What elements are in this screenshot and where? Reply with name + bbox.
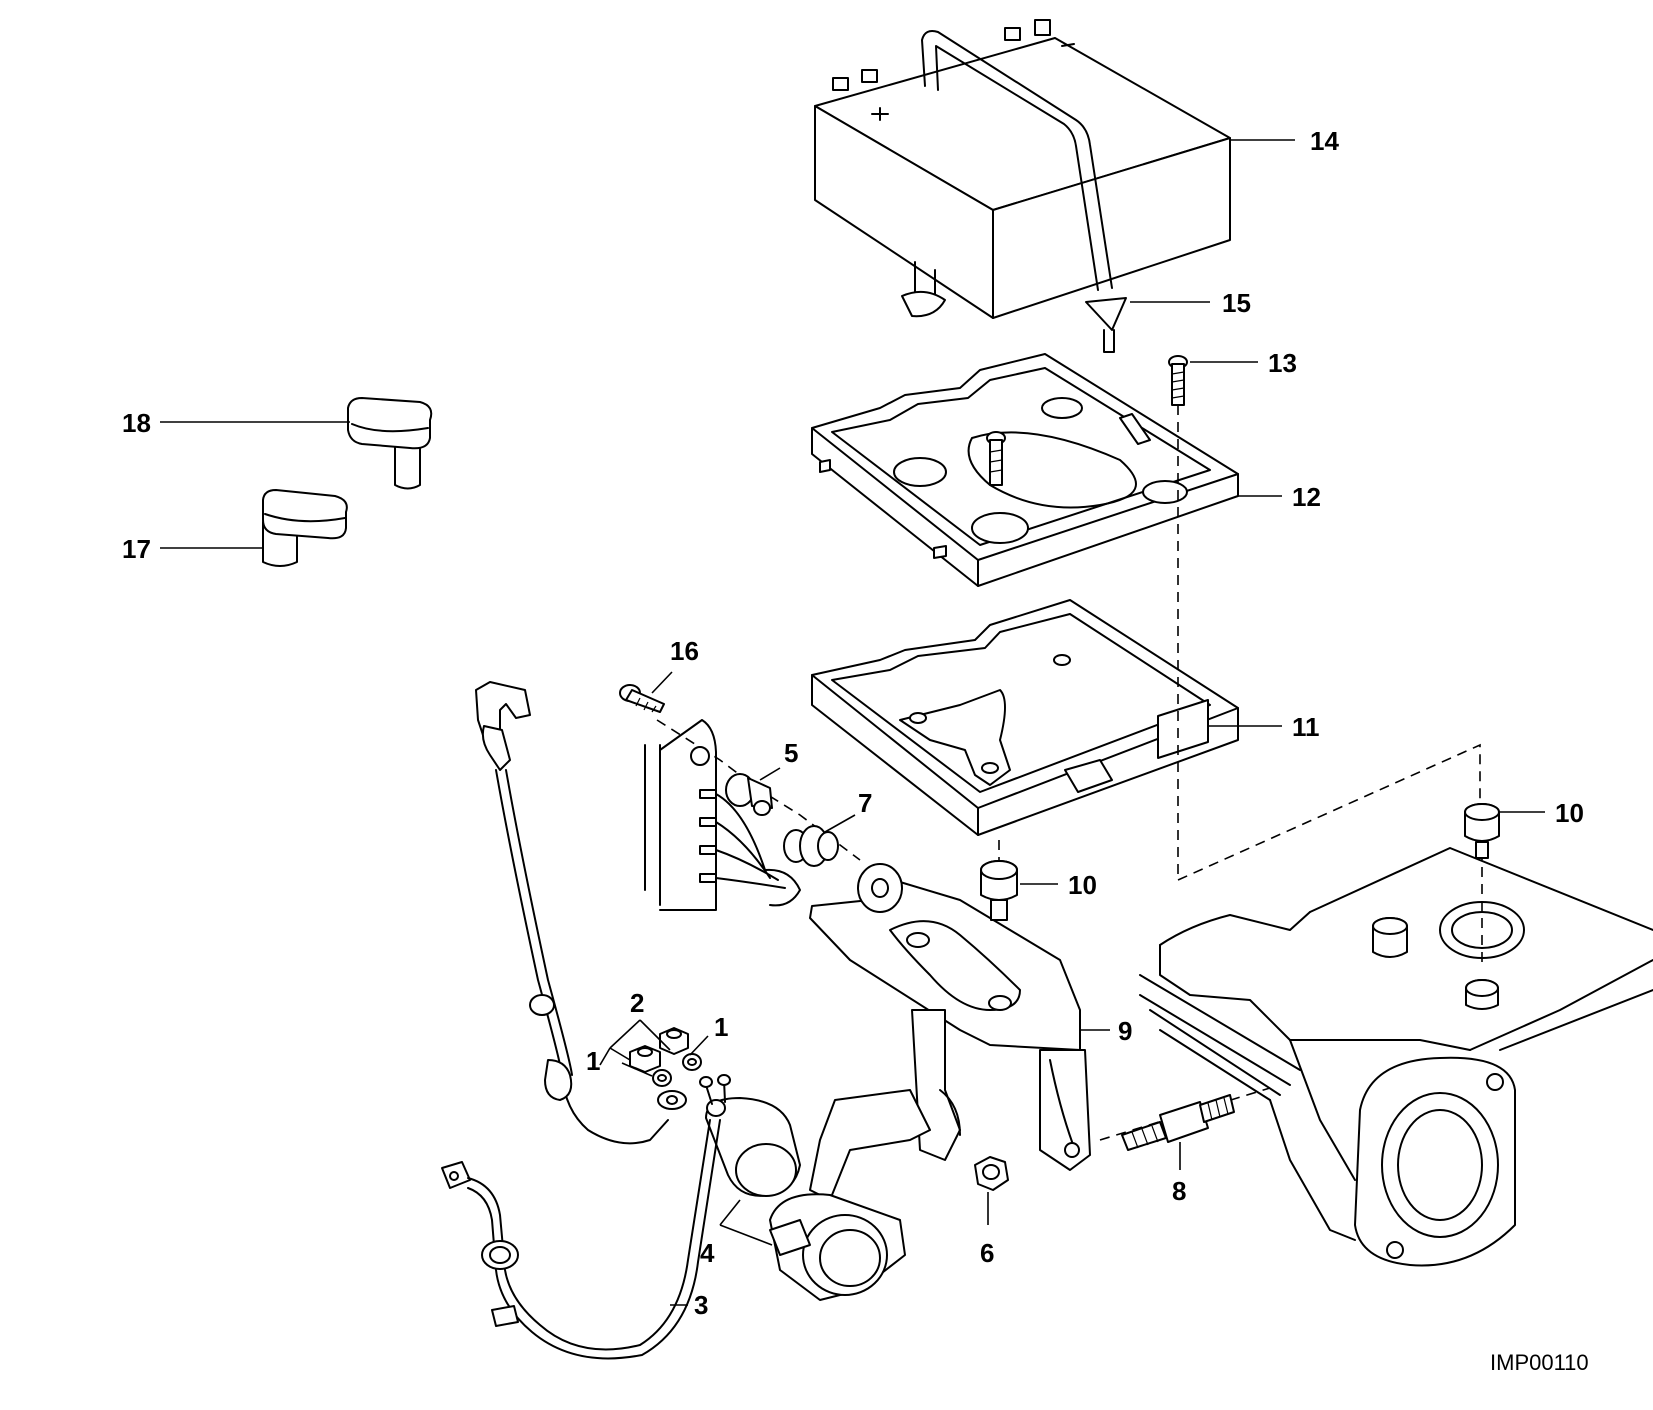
callout-labels: 14 15 13 12 11 10 10 10 10 9 18 17 16 5 … [122, 126, 1584, 1320]
flange-nut-6 [974, 1156, 1009, 1191]
spacer-10-center [980, 860, 1018, 921]
battery-tray-lower [811, 599, 1239, 836]
grommet-7 [783, 825, 839, 867]
mounting-bracket [809, 863, 1091, 1201]
callout-18: 18 [122, 408, 151, 438]
earth-lead [475, 681, 687, 1145]
spacer-10-right [1464, 803, 1500, 859]
wire-harness [644, 719, 801, 911]
leader-lines [160, 139, 1545, 1306]
callout-10-center-label: 10 [1068, 870, 1097, 900]
solenoid-boot-4 [769, 1193, 906, 1301]
figure-reference-code: IMP00110 [1490, 1350, 1589, 1375]
terminal-cap-18 [347, 397, 433, 490]
callout-6: 6 [980, 1238, 994, 1268]
callout-15: 15 [1222, 288, 1251, 318]
callout-1-left: 1 [586, 1046, 600, 1076]
callout-12: 12 [1292, 482, 1321, 512]
callout-10-right-label: 10 [1555, 798, 1584, 828]
mounting-bolt-16 [619, 684, 665, 713]
tray-screw [986, 355, 1188, 486]
callout-9: 9 [1118, 1016, 1132, 1046]
battery-tray-upper [811, 353, 1239, 587]
callout-16: 16 [670, 636, 699, 666]
nuts-2 [629, 1027, 689, 1073]
callout-4: 4 [700, 1238, 715, 1268]
spacer-bush-5 [725, 773, 773, 816]
callout-8: 8 [1172, 1176, 1186, 1206]
cable-3 [441, 1119, 721, 1360]
stud-8 [1121, 1094, 1235, 1151]
callout-13: 13 [1268, 348, 1297, 378]
callout-14: 14 [1310, 126, 1339, 156]
terminal-cap-17 [262, 489, 348, 567]
callout-1-right: 1 [714, 1012, 728, 1042]
callout-17: 17 [122, 534, 151, 564]
callout-2: 2 [630, 988, 644, 1018]
battery-strap [921, 30, 1127, 353]
engine-casing [1139, 847, 1653, 1267]
callout-7: 7 [858, 788, 872, 818]
battery [814, 19, 1231, 319]
callout-3: 3 [694, 1290, 708, 1320]
callout-5: 5 [784, 738, 798, 768]
solenoid-4 [699, 1074, 801, 1197]
callout-11: 11 [1292, 712, 1320, 742]
